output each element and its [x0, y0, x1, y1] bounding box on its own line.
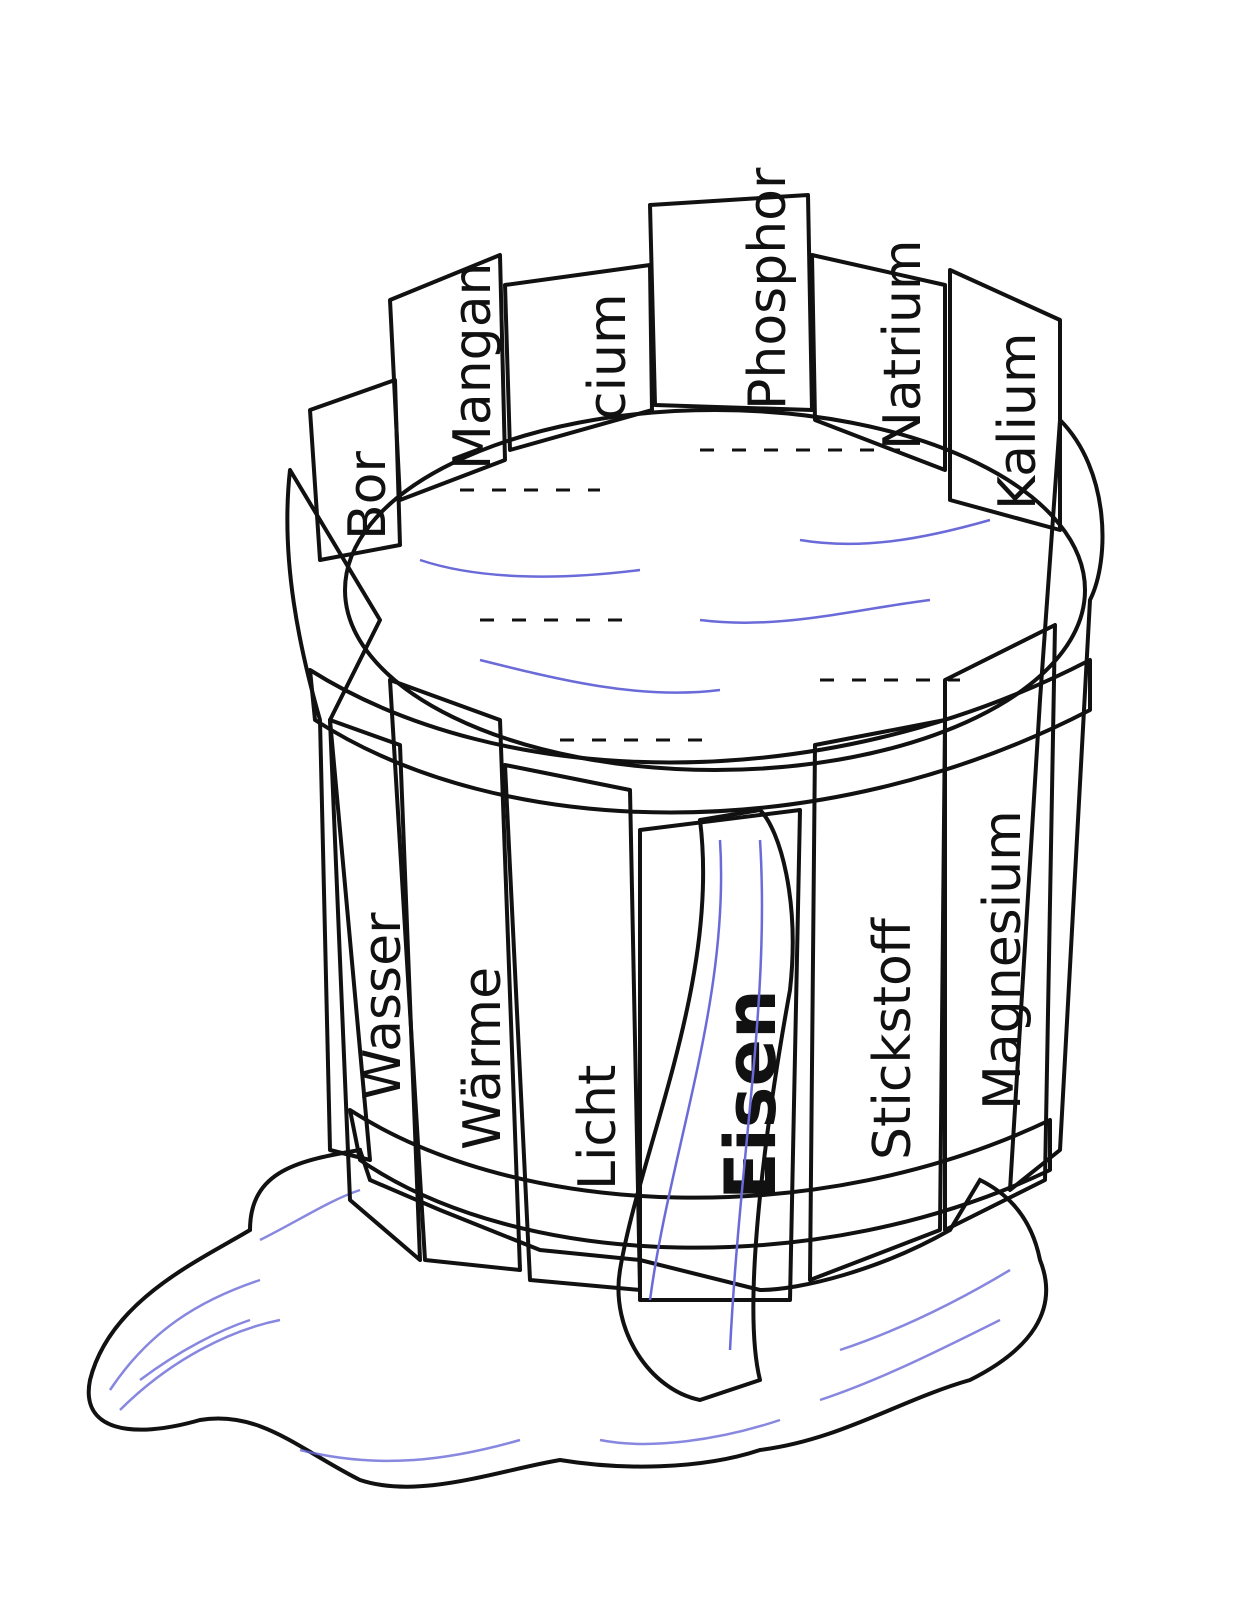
- water-puddle: [86, 1147, 1049, 1489]
- svg-text:cium: cium: [578, 293, 638, 420]
- svg-text:Licht: Licht: [568, 1065, 628, 1190]
- stave-licht: Licht: [503, 763, 642, 1292]
- svg-text:Mangan: Mangan: [443, 262, 503, 470]
- svg-text:Wärme: Wärme: [453, 967, 513, 1150]
- stave-stickstoff: Stickstoff: [808, 718, 947, 1282]
- stave-calcium: cium: [503, 263, 654, 452]
- stave-natrium: Natrium: [810, 239, 947, 472]
- overflow-stream: [616, 808, 795, 1402]
- stave-wasser: Wasser: [328, 718, 422, 1262]
- surface-strokes: [419, 518, 991, 694]
- svg-text:Kalium: Kalium: [988, 332, 1048, 510]
- svg-text:Natrium: Natrium: [873, 239, 933, 450]
- upper-hoop: [308, 658, 1092, 815]
- lower-hoop: [348, 1108, 1052, 1250]
- svg-text:Stickstoff: Stickstoff: [863, 917, 923, 1160]
- svg-text:Phosphor: Phosphor: [738, 167, 798, 410]
- barrel-right-side: [1008, 418, 1105, 1192]
- stream-strokes: [648, 839, 764, 1351]
- stave-kalium: Kalium: [948, 268, 1062, 532]
- stave-phosphor: Phosphor: [648, 167, 814, 412]
- stave-mangan: Mangan: [388, 253, 507, 502]
- back-staves: Bor Mangan cium Phosphor Natrium Kalium: [308, 167, 1062, 562]
- stave-magnesium: Magnesium: [943, 623, 1057, 1232]
- svg-text:Magnesium: Magnesium: [973, 810, 1033, 1110]
- water-surface: [343, 408, 1087, 772]
- water-strokes: [108, 1188, 1011, 1463]
- surface-dashes: [460, 448, 960, 742]
- stave-waerme: Wärme: [388, 678, 522, 1272]
- svg-text:Wasser: Wasser: [353, 912, 413, 1100]
- barrel-left-side: [285, 468, 382, 1162]
- stave-bor: Bor: [308, 378, 402, 562]
